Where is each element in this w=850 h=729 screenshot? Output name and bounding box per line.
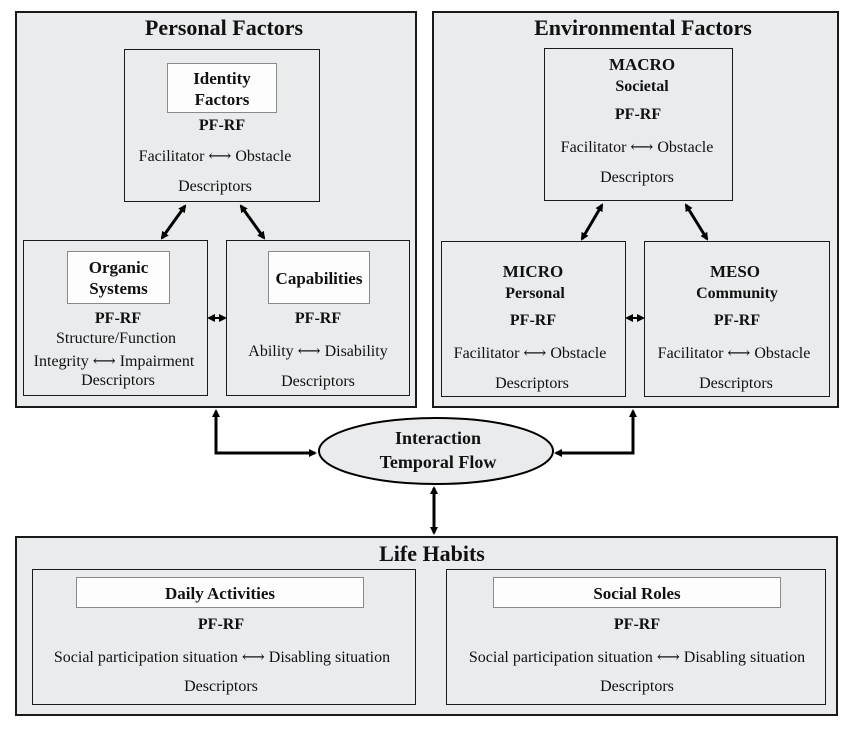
meso-code: PF-RF bbox=[713, 312, 761, 329]
arrow-personal-interaction bbox=[212, 409, 317, 457]
social-roles-label: Social Roles bbox=[493, 577, 781, 608]
meso-scale: Facilitator ⟷ Obstacle bbox=[657, 345, 811, 362]
environmental-factors-title: Environmental Factors bbox=[534, 15, 752, 40]
organic-descriptors: Descriptors bbox=[81, 372, 155, 389]
identity-factors-label: Identity Factors bbox=[167, 63, 277, 113]
identity-code: PF-RF bbox=[198, 117, 246, 134]
meso-descriptors: Descriptors bbox=[699, 375, 773, 392]
macro-line1: MACRO bbox=[608, 55, 676, 74]
organic-scale: Integrity ⟷ Impairment bbox=[33, 353, 195, 370]
identity-scale: Facilitator ⟷ Obstacle bbox=[138, 148, 292, 165]
micro-descriptors: Descriptors bbox=[495, 375, 569, 392]
personal-factors-title: Personal Factors bbox=[144, 15, 304, 40]
identity-descriptors: Descriptors bbox=[178, 178, 252, 195]
capabilities-label: Capabilities bbox=[268, 251, 370, 304]
arrow-environment-interaction bbox=[554, 409, 637, 457]
daily-code: PF-RF bbox=[197, 616, 245, 633]
daily-descriptors: Descriptors bbox=[184, 678, 258, 695]
capabilities-scale: Ability ⟷ Disability bbox=[248, 343, 388, 360]
micro-line1: MICRO bbox=[502, 262, 564, 281]
organic-structure: Structure/Function bbox=[56, 330, 176, 347]
organic-code: PF-RF bbox=[94, 310, 142, 327]
social-code: PF-RF bbox=[613, 616, 661, 633]
macro-box bbox=[544, 48, 733, 201]
organic-line1: Organic bbox=[88, 258, 149, 277]
macro-code: PF-RF bbox=[614, 106, 662, 123]
life-habits-title: Life Habits bbox=[379, 541, 485, 566]
meso-line1: MESO bbox=[709, 262, 761, 281]
interaction-line2: Temporal Flow bbox=[379, 452, 497, 472]
micro-scale: Facilitator ⟷ Obstacle bbox=[453, 345, 607, 362]
macro-descriptors: Descriptors bbox=[600, 169, 674, 186]
capabilities-descriptors: Descriptors bbox=[281, 373, 355, 390]
organic-systems-label: Organic Systems bbox=[67, 251, 170, 304]
daily-scale: Social participation situation ⟷ Disabli… bbox=[53, 649, 391, 666]
micro-code: PF-RF bbox=[509, 312, 557, 329]
interaction-line1: Interaction bbox=[395, 428, 481, 448]
social-descriptors: Descriptors bbox=[600, 678, 674, 695]
identity-line2: Factors bbox=[194, 90, 250, 109]
capabilities-code: PF-RF bbox=[294, 310, 342, 327]
daily-activities-label: Daily Activities bbox=[76, 577, 364, 608]
macro-scale: Facilitator ⟷ Obstacle bbox=[560, 139, 714, 156]
social-scale: Social participation situation ⟷ Disabli… bbox=[468, 649, 806, 666]
micro-line2: Personal bbox=[505, 285, 565, 302]
meso-line2: Community bbox=[696, 285, 778, 302]
macro-line2: Societal bbox=[615, 78, 669, 95]
meso-box bbox=[644, 241, 830, 397]
micro-box bbox=[441, 241, 626, 397]
identity-line1: Identity bbox=[193, 69, 251, 88]
organic-line2: Systems bbox=[89, 279, 148, 298]
